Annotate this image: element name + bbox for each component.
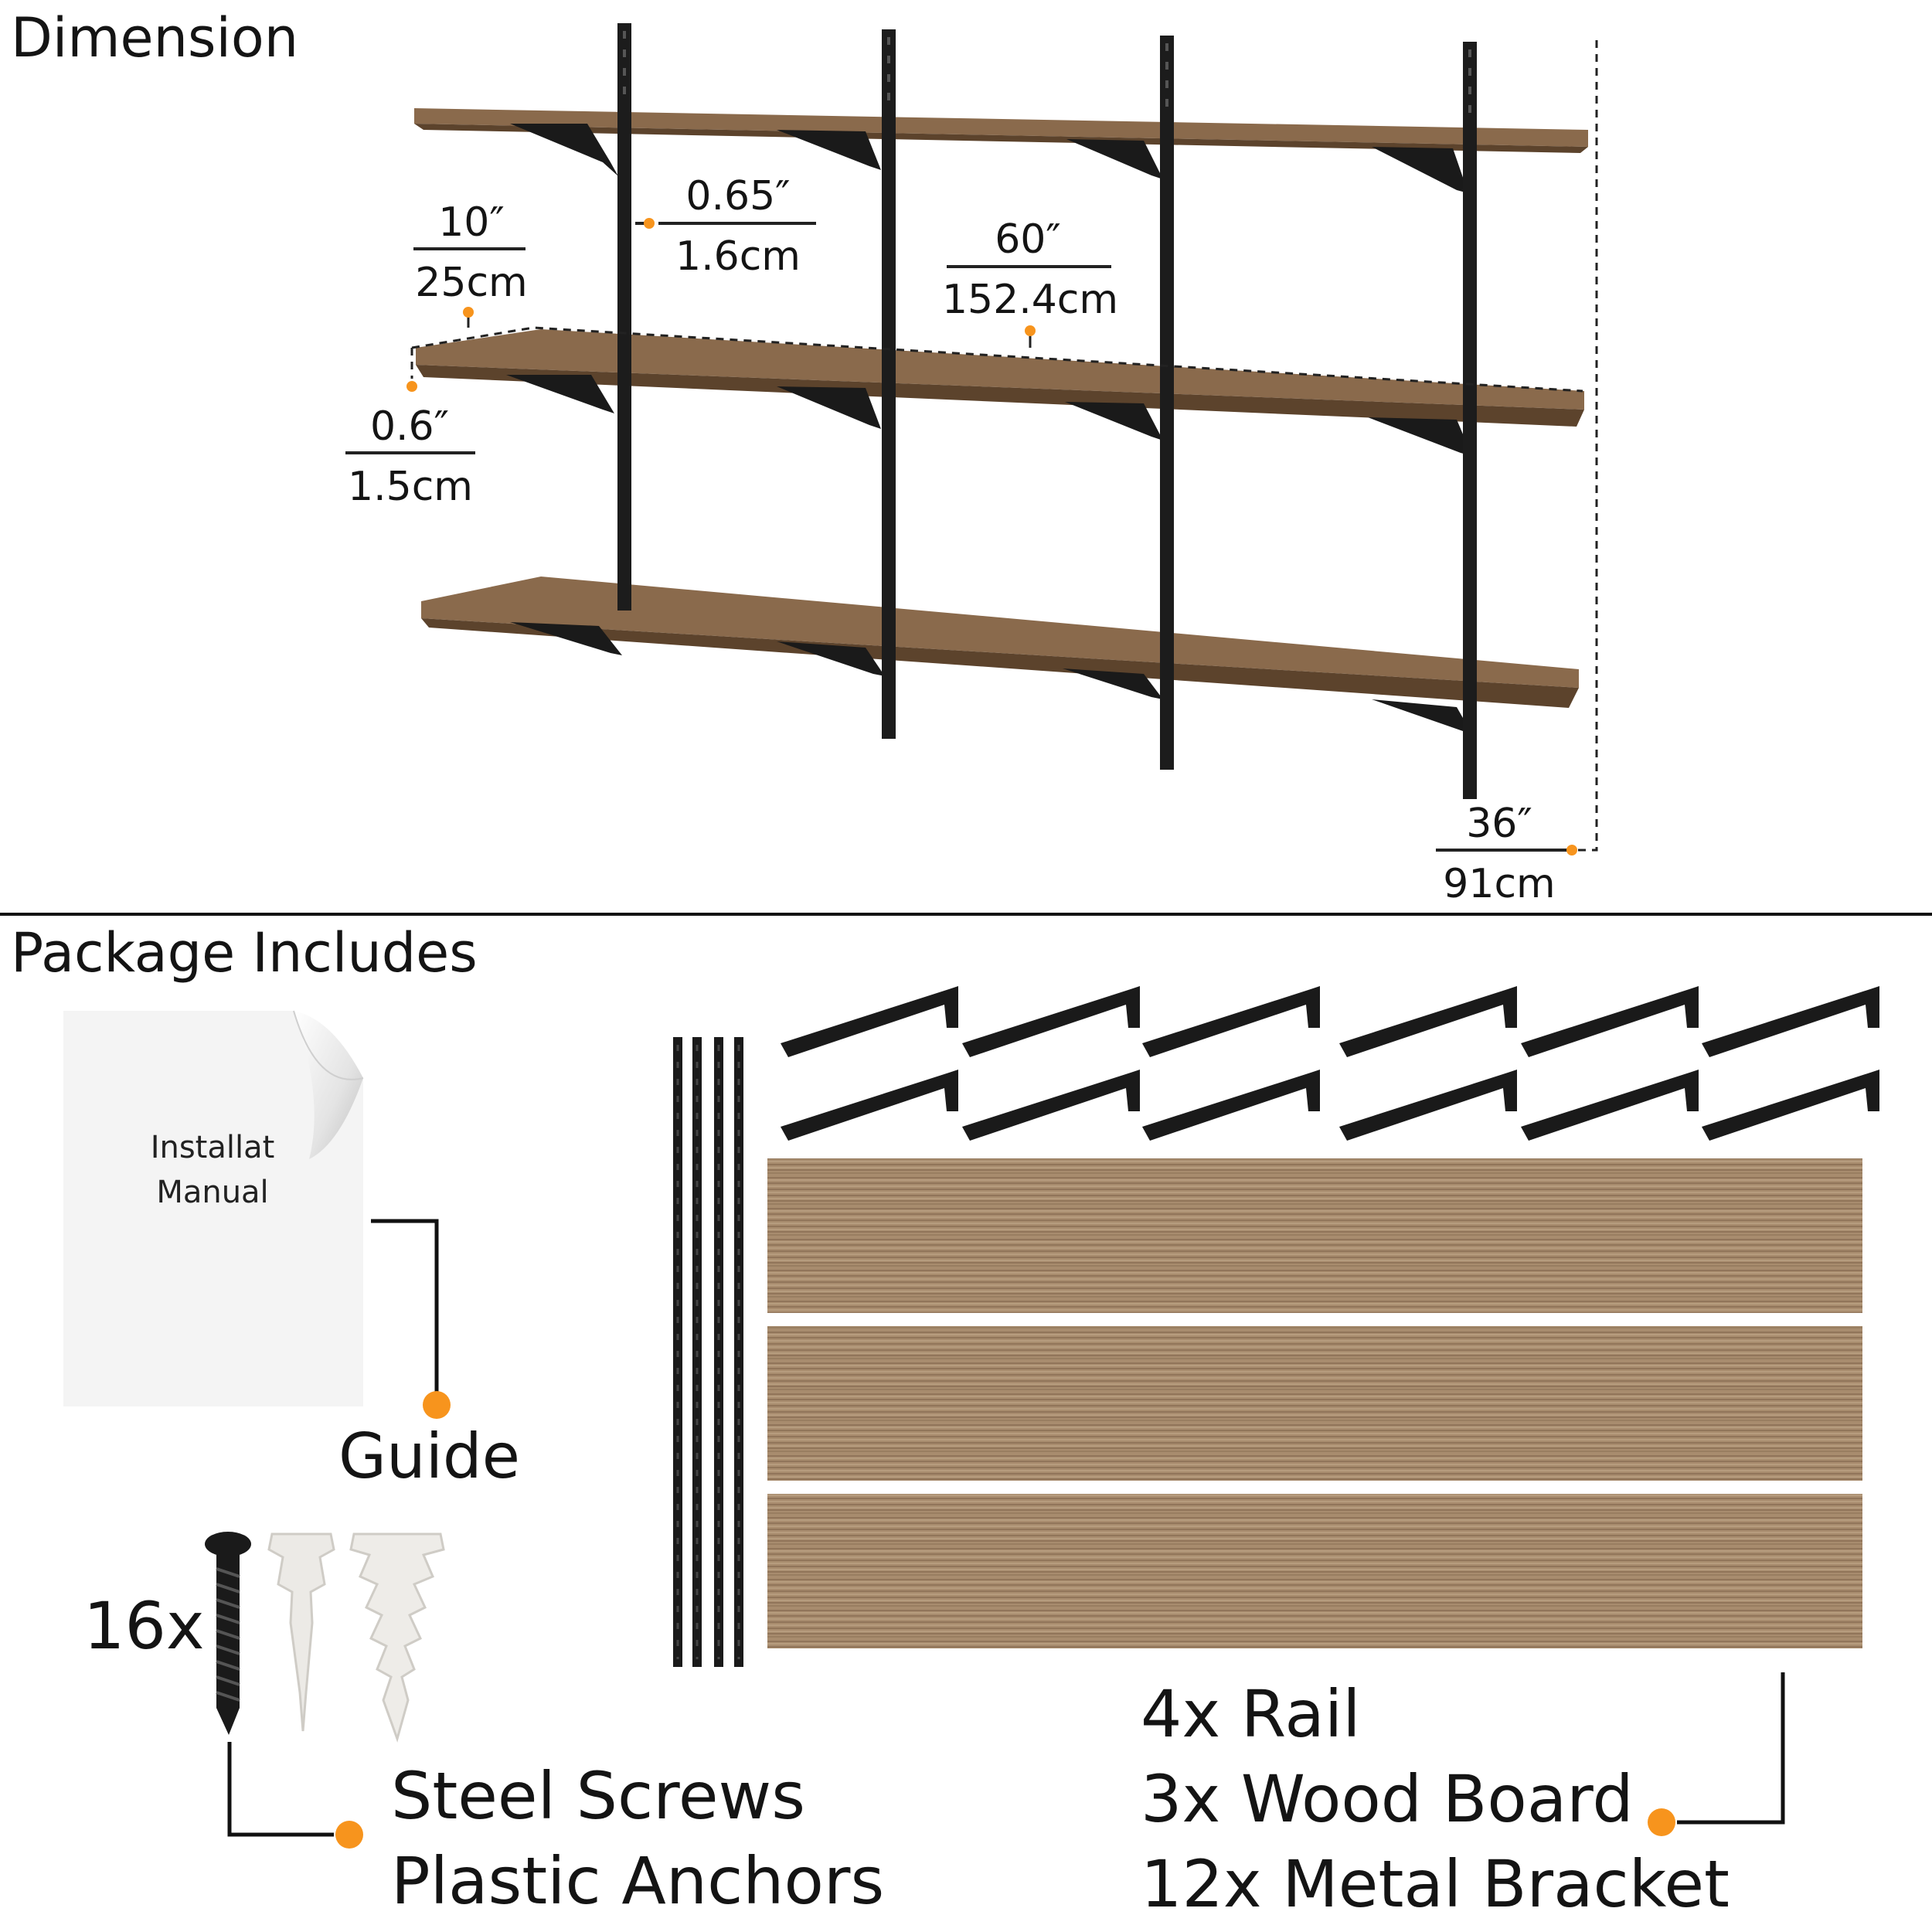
- package-brackets: [781, 986, 1879, 1141]
- length-imperial: 60″: [995, 216, 1061, 263]
- bracket-bot-3: [1063, 668, 1163, 699]
- parts-line-2: 3x Wood Board: [1141, 1761, 1634, 1837]
- package-heading: Package Includes: [11, 921, 478, 985]
- thickness-metric: 1.5cm: [348, 464, 473, 510]
- screw-icon: [205, 1532, 251, 1735]
- shelf-bottom: [421, 577, 1579, 734]
- height-dashed-line: [1577, 40, 1598, 852]
- manual-title-line2: Manual: [156, 1175, 269, 1210]
- thickness-marker: [406, 381, 417, 392]
- bracket-mid-4: [1368, 417, 1472, 456]
- shelf-diagram: [345, 23, 1598, 855]
- length-marker: [1025, 325, 1036, 336]
- manual-title: Installat Manual: [100, 1125, 325, 1215]
- hardware-line-1: Steel Screws: [391, 1758, 805, 1834]
- rail-width-metric: 1.6cm: [675, 233, 801, 280]
- guide-marker: [423, 1391, 451, 1419]
- bracket-top-1: [510, 124, 618, 176]
- hardware-leader: [227, 1742, 334, 1837]
- bracket-bot-2: [777, 641, 885, 676]
- screw-count: 16x: [83, 1588, 205, 1664]
- height-metric: 91cm: [1443, 861, 1556, 907]
- bracket-mid-3: [1065, 402, 1163, 440]
- length-metric: 152.4cm: [941, 277, 1119, 323]
- depth-metric: 25cm: [415, 260, 528, 306]
- manual-sheet: [63, 1010, 364, 1406]
- bracket-bot-1: [510, 622, 622, 655]
- shelf-outline-dashed: [410, 326, 1583, 393]
- hardware-marker: [335, 1821, 363, 1849]
- drywall-anchor-icon: [349, 1532, 445, 1743]
- guide-leader: [371, 1219, 439, 1397]
- wood-board-2: [767, 1326, 1862, 1481]
- shelf-top: [414, 108, 1588, 193]
- thickness-imperial: 0.6″: [369, 403, 450, 450]
- height-imperial: 36″: [1466, 801, 1532, 847]
- dimension-heading: Dimension: [11, 6, 299, 70]
- depth-imperial: 10″: [438, 199, 505, 246]
- manual-title-line1: Installat: [150, 1130, 275, 1165]
- bracket-mid-1: [506, 375, 614, 413]
- guide-label: Guide: [338, 1420, 520, 1492]
- wood-board-3: [767, 1494, 1862, 1648]
- parts-marker: [1648, 1808, 1675, 1836]
- rail-width-marker: [644, 218, 655, 229]
- rail-width-imperial: 0.65″: [685, 173, 791, 219]
- bracket-bot-4: [1372, 699, 1472, 734]
- parts-line-1: 4x Rail: [1141, 1676, 1361, 1752]
- bracket-top-4: [1372, 147, 1468, 193]
- parts-line-3: 12x Metal Bracket: [1141, 1846, 1730, 1922]
- shelf-middle: [416, 329, 1584, 456]
- bracket-top-3: [1066, 139, 1163, 179]
- plastic-anchor-icon: [267, 1532, 335, 1732]
- hardware-line-2: Plastic Anchors: [391, 1843, 885, 1919]
- wood-board-1: [767, 1158, 1862, 1313]
- bracket-top-2: [777, 130, 881, 170]
- parts-leader: [1677, 1672, 1785, 1825]
- package-rails: [673, 1037, 743, 1667]
- bracket-mid-2: [777, 386, 881, 429]
- height-marker: [1566, 845, 1577, 855]
- depth-marker: [463, 307, 474, 318]
